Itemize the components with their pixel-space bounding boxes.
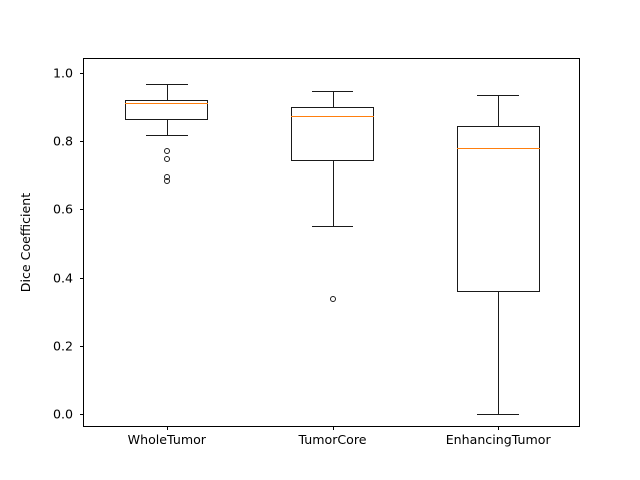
whisker-lower-enhancingtumor [498, 292, 500, 414]
median-enhancingtumor [456, 147, 540, 149]
y-tick-label-5: 1.0 [52, 66, 73, 81]
y-tick-4: 0.8 [53, 135, 84, 148]
y-tick-label-4: 0.8 [52, 134, 73, 150]
outlier-tumorcore-0 [329, 295, 336, 302]
box-tumorcore [291, 106, 374, 162]
whisker-lower-tumorcore [332, 161, 334, 227]
outlier-wholetumor-3 [163, 177, 170, 184]
cap-lower-wholetumor [146, 134, 188, 136]
box-wholetumor [125, 99, 209, 120]
x-tick-label-tumorcore: TumorCore [298, 432, 367, 447]
cap-upper-enhancingtumor [477, 95, 519, 97]
y-tick-3: 0.6 [53, 204, 84, 216]
y-axis-label-text: Dice Coefficient [18, 192, 34, 293]
y-tick-label-2: 0.4 [52, 270, 73, 286]
cap-upper-wholetumor [146, 84, 188, 86]
whisker-upper-wholetumor [166, 84, 168, 100]
whisker-lower-wholetumor [166, 119, 168, 135]
median-tumorcore [291, 115, 374, 117]
y-tick-2: 0.4 [53, 272, 84, 284]
outlier-wholetumor-0 [163, 147, 170, 154]
y-tick-5: 1.0 [53, 67, 84, 80]
cap-upper-tumorcore [311, 91, 354, 93]
y-tick-0: 0.0 [53, 408, 84, 420]
x-tick-0 [166, 426, 168, 430]
x-tick-2 [498, 426, 500, 430]
y-tick-label-1: 0.2 [52, 338, 73, 354]
y-tick-label-3: 0.6 [52, 202, 73, 218]
whisker-upper-enhancingtumor [498, 95, 500, 126]
cap-lower-enhancingtumor [477, 413, 519, 415]
outlier-wholetumor-1 [163, 156, 170, 163]
box-enhancingtumor [456, 125, 540, 293]
x-tick-label-wholetumor: WholeTumor [127, 432, 206, 447]
median-wholetumor [125, 103, 209, 105]
y-tick-label-0: 0.0 [52, 406, 73, 422]
cap-lower-tumorcore [311, 226, 354, 228]
x-tick-label-enhancingtumor: EnhancingTumor [445, 432, 551, 447]
y-axis-label: Dice Coefficient [18, 58, 34, 427]
whisker-upper-tumorcore [332, 91, 334, 107]
plot-axes: 0.0 0.2 0.4 0.6 0.8 1.0 WholeTumor TumorCore En… [53, 58, 580, 446]
y-tick-1: 0.2 [53, 340, 84, 352]
x-tick-1 [332, 426, 334, 430]
